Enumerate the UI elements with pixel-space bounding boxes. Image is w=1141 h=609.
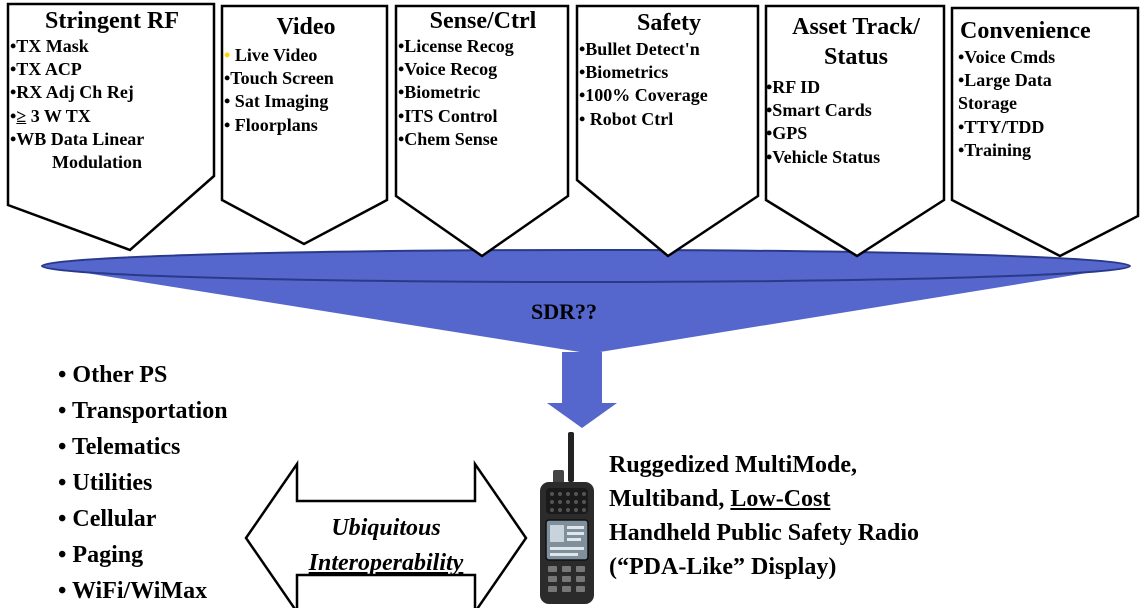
list-item: • Transportation (58, 398, 228, 424)
highlight-bullet: • (224, 45, 231, 65)
card-shape-safety (575, 4, 760, 258)
radio-desc-line2-underlined: Low-Cost (730, 486, 831, 512)
arrow-label-line2: Interoperability (308, 550, 464, 576)
card-convenience: Convenience •Voice Cmds •Large Data Stor… (958, 18, 1138, 162)
list-item: • Utilities (58, 470, 153, 496)
card-shape-stringent-rf (6, 2, 216, 252)
card-shape-video (220, 4, 389, 246)
card-stringent-rf: Stringent RF •TX Mask •TX ACP •RX Adj Ch… (10, 8, 214, 174)
funnel-stem-arrow (547, 352, 617, 428)
card-item: •ITS Control (398, 105, 498, 126)
card-item: •License Recog (398, 36, 514, 56)
card-sense-ctrl: Sense/Ctrl •License Recog •Voice Recog •… (398, 8, 568, 151)
card-safety: Safety •Bullet Detect'n •Biometrics •100… (579, 10, 759, 131)
card-item: •TX ACP (10, 59, 82, 80)
card-title: Safety (637, 10, 701, 36)
card-item: • Live Video (224, 45, 318, 65)
card-title: Stringent RF (45, 8, 179, 34)
card-item: •Biometrics (579, 62, 669, 83)
arrow-label-line1: Ubiquitous (331, 515, 441, 541)
card-title: Convenience (960, 18, 1091, 44)
card-item: •TTY/TDD (958, 116, 1045, 137)
card-item: •GPS (766, 123, 808, 144)
card-video: Video • Live Video •Touch Screen • Sat I… (224, 14, 388, 137)
funnel-cone (42, 266, 1130, 352)
card-item: •Touch Screen (224, 68, 334, 89)
radio-desc-line1: Ruggedized MultiMode, (609, 452, 857, 478)
list-item: • Telematics (58, 434, 181, 460)
card-item: •Biometric (398, 82, 481, 103)
list-item: • WiFi/WiMax (58, 578, 208, 604)
card-shape-asset-track (764, 4, 946, 258)
card-item: •Training (958, 139, 1031, 160)
card-item: •Smart Cards (766, 100, 872, 121)
radio-desc-line3: Handheld Public Safety Radio (609, 520, 920, 546)
interoperability-double-arrow (244, 459, 528, 608)
card-title: Asset Track/ Status (792, 14, 920, 70)
card-item: • Floorplans (224, 114, 318, 135)
card-item: •WB Data Linear (10, 128, 145, 149)
card-item: •Bullet Detect'n (579, 39, 700, 59)
card-item: •Chem Sense (398, 128, 498, 149)
radio-description: Ruggedized MultiMode, Multiband, Low-Cos… (609, 448, 919, 584)
other-systems-list: • Other PS • Transportation • Telematics… (58, 357, 228, 609)
card-item: •RF ID (766, 77, 821, 97)
card-title: Video (276, 14, 336, 40)
card-item: •Voice Cmds (958, 47, 1056, 67)
card-item: Modulation (52, 152, 143, 173)
card-shape-sense-ctrl (394, 4, 570, 258)
card-item: •≥ 3 W TX (10, 105, 91, 126)
card-item: •Vehicle Status (766, 146, 881, 167)
handheld-radio-image (540, 432, 594, 604)
card-item: •Large Data (958, 70, 1052, 91)
interoperability-label: Ubiquitous Interoperability (274, 511, 498, 581)
list-item: • Other PS (58, 362, 168, 388)
list-item: • Cellular (58, 506, 157, 532)
list-item: • Paging (58, 542, 144, 568)
card-item: •RX Adj Ch Rej (10, 82, 134, 103)
funnel-label: SDR?? (531, 299, 598, 324)
card-title: Sense/Ctrl (429, 8, 537, 34)
radio-desc-line2: Multiband, Low-Cost (609, 482, 919, 516)
card-item: •Voice Recog (398, 59, 498, 80)
card-shape-convenience (950, 6, 1140, 258)
card-item: •100% Coverage (579, 85, 708, 106)
card-asset-track: Asset Track/ Status •RF ID •Smart Cards … (766, 12, 946, 169)
card-item: •TX Mask (10, 36, 89, 56)
radio-desc-line4: (“PDA-Like” Display) (609, 554, 837, 580)
card-item: • Robot Ctrl (579, 108, 674, 129)
funnel-rim (41, 249, 1131, 283)
card-item: • Sat Imaging (224, 91, 329, 112)
radio-desc-line2-prefix: Multiband, (609, 486, 731, 512)
card-item: Storage (958, 93, 1017, 114)
